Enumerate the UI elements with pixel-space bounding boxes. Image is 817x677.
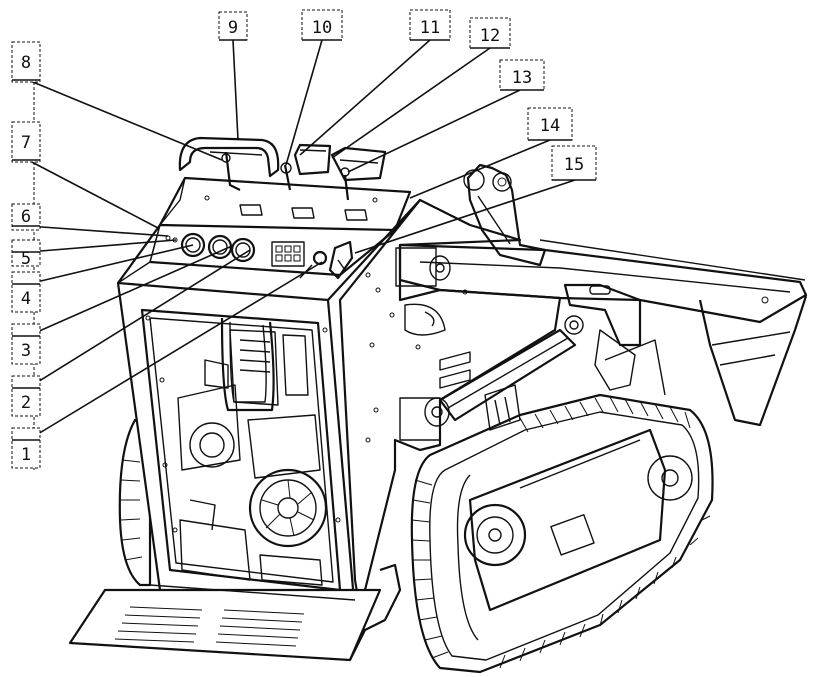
- svg-text:7: 7: [21, 133, 31, 153]
- callout-labels: 1 2 3 4 5 6 7: [11, 9, 597, 469]
- callout-3: 3: [11, 323, 41, 365]
- svg-text:6: 6: [21, 207, 31, 227]
- svg-text:11: 11: [420, 18, 440, 38]
- svg-text:8: 8: [21, 53, 31, 73]
- callout-11: 11: [409, 9, 451, 41]
- svg-text:5: 5: [21, 249, 31, 269]
- mini-skid-steer-drawing: [68, 136, 808, 674]
- top-deck: [159, 136, 412, 231]
- svg-text:1: 1: [21, 445, 31, 465]
- svg-text:12: 12: [480, 26, 500, 46]
- svg-text:10: 10: [312, 18, 332, 38]
- callout-14: 14: [527, 107, 573, 141]
- callout-leader-lines: [27, 39, 576, 441]
- foot-platform: [68, 563, 402, 662]
- callout-13: 13: [499, 59, 545, 91]
- callout-4: 4: [11, 271, 41, 313]
- callout-15: 15: [551, 145, 597, 181]
- svg-text:15: 15: [564, 155, 584, 175]
- callout-7: 7: [11, 121, 41, 163]
- callout-2: 2: [11, 375, 41, 417]
- callout-10: 10: [301, 9, 343, 41]
- callout-9: 9: [218, 11, 248, 41]
- loader-arm: [398, 239, 808, 427]
- svg-text:9: 9: [228, 18, 238, 38]
- svg-text:2: 2: [21, 393, 31, 413]
- left-track: [118, 418, 152, 587]
- right-track: [410, 351, 714, 674]
- callout-5: 5: [11, 239, 41, 269]
- svg-text:13: 13: [512, 68, 532, 88]
- body-side-panel: [338, 198, 562, 612]
- svg-text:3: 3: [21, 341, 31, 361]
- callout-8: 8: [11, 41, 41, 83]
- callout-6: 6: [11, 203, 41, 231]
- callout-1: 1: [11, 427, 41, 469]
- svg-text:14: 14: [540, 116, 560, 136]
- svg-text:4: 4: [21, 289, 31, 309]
- callout-12: 12: [469, 17, 511, 49]
